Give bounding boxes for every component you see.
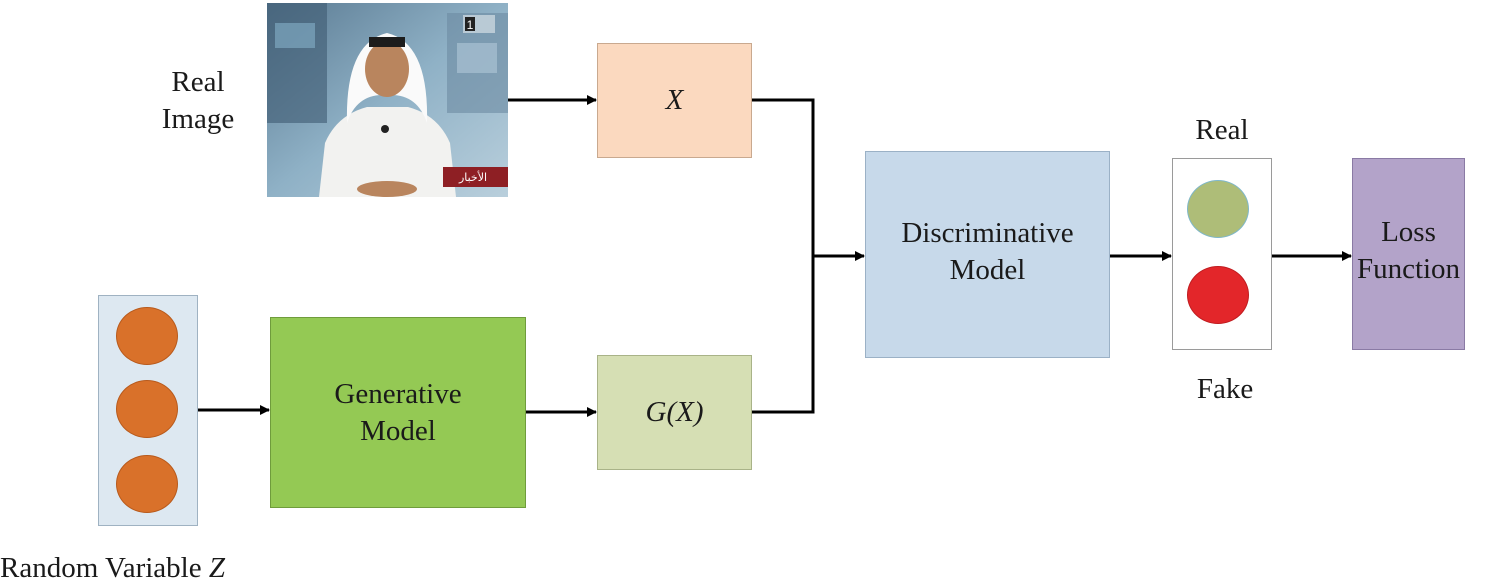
- wire-x-to-merge: [752, 98, 815, 256]
- discriminative-model-box: Discriminative Model: [865, 151, 1110, 358]
- ticker-text: الأخبار: [458, 170, 487, 184]
- gx-box: G(X): [597, 355, 752, 470]
- real-image-label-line1: Real: [171, 66, 225, 98]
- discriminative-line2: Model: [949, 253, 1026, 286]
- loss-line1: Loss: [1381, 216, 1436, 248]
- generative-line2: Model: [360, 414, 436, 447]
- fake-output-circle: [1187, 266, 1249, 324]
- generative-line1: Generative: [334, 377, 462, 410]
- channel-logo-text: 1: [467, 18, 474, 32]
- random-node-3: [116, 455, 178, 513]
- random-variable-label-var: Z: [208, 552, 226, 584]
- gx-box-label: G(X): [645, 396, 704, 428]
- discriminative-line1: Discriminative: [901, 216, 1074, 249]
- random-variable-label-prefix: Random Variable: [0, 552, 209, 584]
- loss-line2: Function: [1356, 253, 1461, 285]
- x-box-label: X: [665, 84, 684, 116]
- real-image-label-line2: Image: [161, 103, 235, 135]
- random-node-1: [116, 307, 178, 365]
- random-variable-label: Random Variable Z: [0, 550, 280, 587]
- x-box: X: [597, 43, 752, 158]
- random-node-2: [116, 380, 178, 438]
- fake-output-label: Fake: [1196, 373, 1254, 405]
- real-image-photo: 1 الأخبار: [267, 3, 508, 197]
- real-output-circle: [1187, 180, 1249, 238]
- generative-model-box: Generative Model: [270, 317, 526, 508]
- real-output-label: Real: [1195, 114, 1249, 146]
- loss-function-box: Loss Function: [1352, 158, 1465, 350]
- real-image-label: Real Image: [148, 64, 248, 138]
- wire-gx-to-merge: [752, 256, 815, 414]
